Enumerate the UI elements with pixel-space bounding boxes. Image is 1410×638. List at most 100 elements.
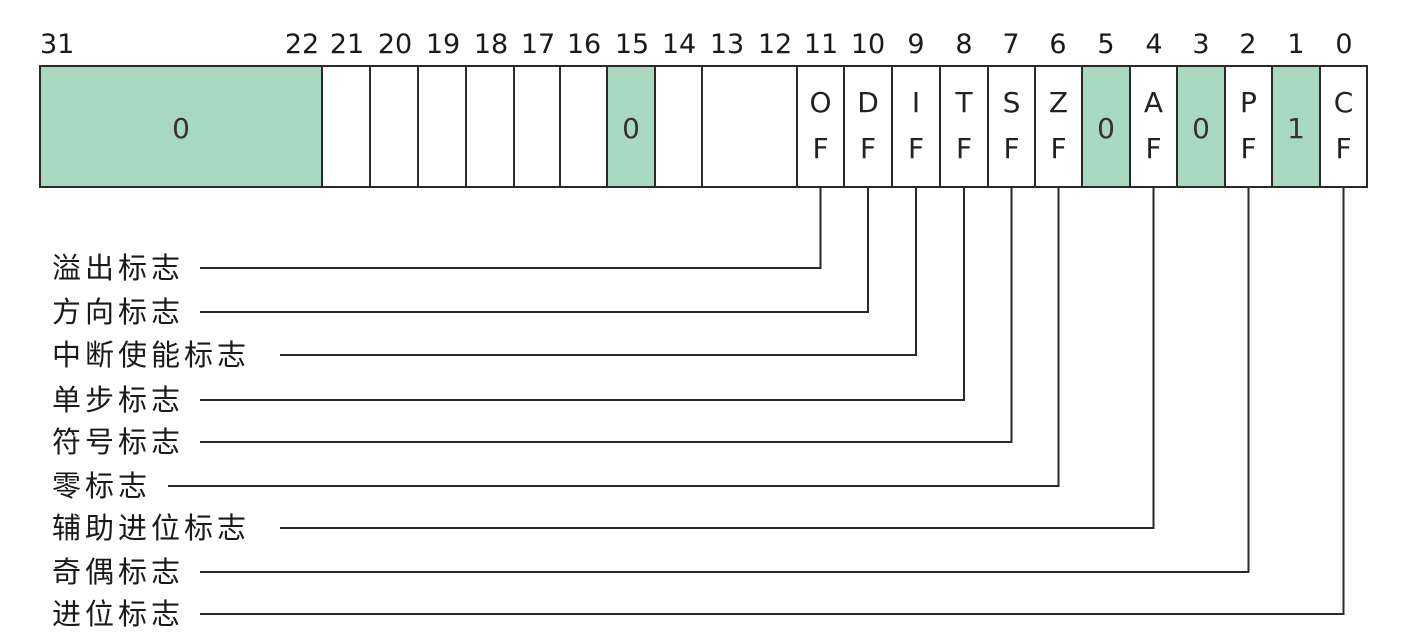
register-cell — [465, 65, 515, 188]
bit-number: 14 — [662, 29, 696, 60]
flag-letter-top: A — [1144, 86, 1163, 119]
register-cell: ZF — [1034, 65, 1083, 188]
cell-value: 1 — [1287, 112, 1305, 145]
flag-label: 进位标志 — [52, 597, 184, 631]
cell-box — [1224, 65, 1273, 188]
register-cell: 0 — [1081, 65, 1131, 188]
register-cell: IF — [891, 65, 941, 188]
flag-letter-top: P — [1240, 86, 1257, 119]
leader-line — [200, 187, 1250, 573]
flag-label: 辅助进位标志 — [52, 511, 250, 545]
cell-box — [1319, 65, 1368, 188]
leader-line — [200, 187, 1345, 615]
flag-letter-top: Z — [1049, 86, 1068, 119]
cell-value: 0 — [172, 112, 190, 145]
cell-box — [939, 65, 989, 188]
register-cell: 0 — [39, 65, 323, 188]
flag-letter-top: O — [809, 86, 831, 119]
cell-value: 0 — [622, 112, 640, 145]
register-cell: 0 — [1176, 65, 1226, 188]
bit-number: 7 — [1002, 29, 1019, 60]
bit-number: 21 — [330, 29, 364, 60]
flag-letter-bottom: F — [860, 132, 876, 165]
register-cell — [369, 65, 419, 188]
cell-box — [606, 65, 656, 188]
register-cell: CF — [1319, 65, 1368, 188]
cell-box — [701, 65, 798, 188]
bit-number: 6 — [1049, 29, 1066, 60]
bit-number: 1 — [1287, 29, 1304, 60]
leader-line — [200, 187, 869, 313]
leader-line — [280, 187, 917, 356]
cell-box — [39, 65, 323, 188]
flag-letter-top: I — [912, 86, 920, 119]
flag-letter-top: D — [857, 86, 879, 119]
bit-number: 3 — [1192, 29, 1209, 60]
bit-number: 19 — [426, 29, 460, 60]
flag-leader-lines — [168, 187, 1345, 615]
cell-box — [1271, 65, 1321, 188]
bit-number: 16 — [567, 29, 601, 60]
bit-number: 13 — [710, 29, 744, 60]
flag-letter-top: C — [1334, 86, 1354, 119]
register-cell — [513, 65, 561, 188]
cell-box — [1129, 65, 1178, 188]
bit-number: 9 — [907, 29, 924, 60]
cell-box — [891, 65, 941, 188]
bit-number: 20 — [378, 29, 412, 60]
leader-line — [200, 187, 822, 269]
bit-number: 2 — [1239, 29, 1256, 60]
bit-number: 11 — [804, 29, 838, 60]
flag-label: 单步标志 — [52, 383, 184, 417]
register-cell: TF — [939, 65, 989, 188]
flag-letter-bottom: F — [1240, 132, 1256, 165]
register-cell — [654, 65, 703, 188]
flag-letter-bottom: F — [1145, 132, 1161, 165]
cell-box — [559, 65, 608, 188]
bit-number: 12 — [758, 29, 792, 60]
cell-box — [513, 65, 561, 188]
cell-box — [987, 65, 1036, 188]
bit-number: 17 — [521, 29, 555, 60]
register-cell: SF — [987, 65, 1036, 188]
bit-number: 8 — [955, 29, 972, 60]
cell-box — [654, 65, 703, 188]
bit-number: 0 — [1335, 29, 1352, 60]
flag-letter-bottom: F — [1335, 132, 1351, 165]
flag-letter-bottom: F — [1050, 132, 1066, 165]
flag-label: 奇偶标志 — [52, 555, 184, 589]
cell-value: 0 — [1192, 112, 1210, 145]
bit-number: 18 — [474, 29, 508, 60]
cell-box — [321, 65, 371, 188]
leader-line — [280, 187, 1155, 529]
cell-value: 0 — [1097, 112, 1115, 145]
register-cell — [417, 65, 467, 188]
register-cell: 0 — [606, 65, 656, 188]
cell-box — [1034, 65, 1083, 188]
bit-number: 4 — [1145, 29, 1162, 60]
register-cell: OF — [796, 65, 845, 188]
cell-box — [465, 65, 515, 188]
flag-label: 方向标志 — [52, 295, 184, 329]
cell-box — [1081, 65, 1131, 188]
register-cell: PF — [1224, 65, 1273, 188]
cell-box — [417, 65, 467, 188]
flag-letter-bottom: F — [1003, 132, 1019, 165]
bit-number: 22 — [285, 29, 319, 60]
flag-label: 零标志 — [52, 469, 151, 503]
register-cell: 1 — [1271, 65, 1321, 188]
flag-letter-top: S — [1003, 86, 1021, 119]
bit-number: 15 — [615, 29, 649, 60]
flag-letter-top: T — [954, 86, 973, 119]
cell-box — [369, 65, 419, 188]
register-cell — [321, 65, 371, 188]
leader-line — [200, 187, 965, 401]
flag-label: 中断使能标志 — [52, 338, 250, 372]
flag-label: 溢出标志 — [52, 251, 184, 285]
flag-letter-bottom: F — [956, 132, 972, 165]
register-cell — [701, 65, 798, 188]
